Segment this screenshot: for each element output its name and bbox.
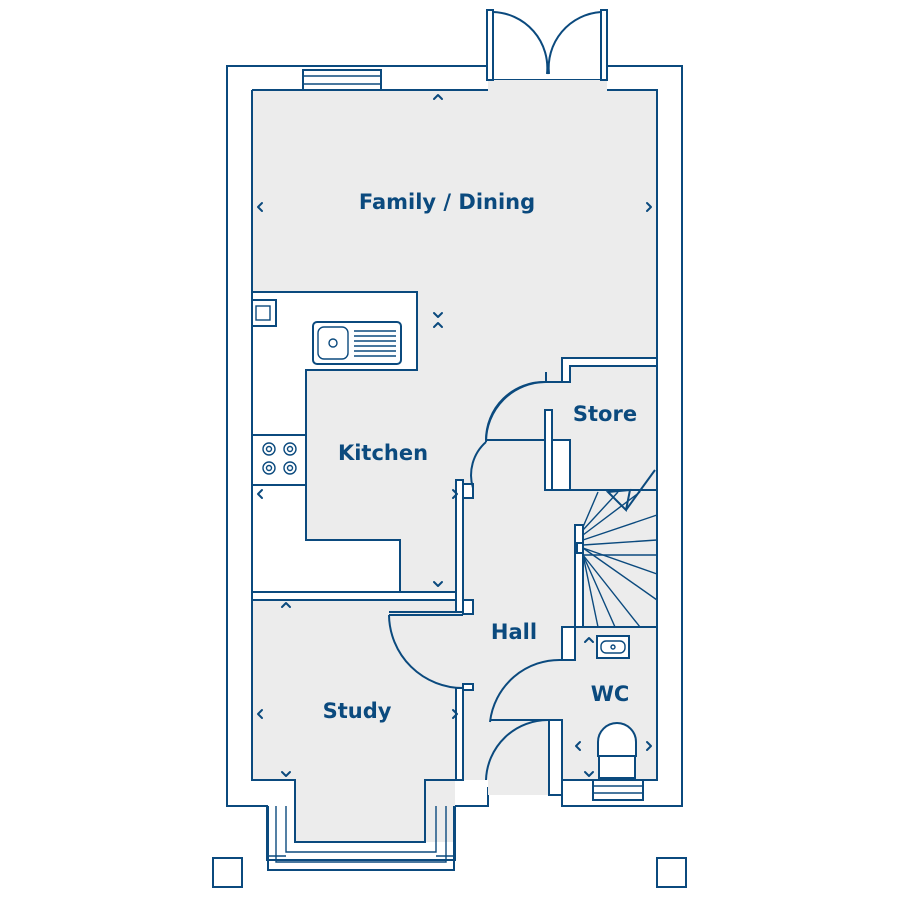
- wc-window: [592, 779, 644, 801]
- store-walls: [486, 357, 658, 491]
- stair-tread: [582, 539, 658, 546]
- room-label-family-dining: Family / Dining: [359, 190, 535, 214]
- interior-floor: [252, 80, 657, 842]
- french-doors: [486, 9, 608, 81]
- corner-post-left: [212, 857, 243, 888]
- staircase: [574, 469, 658, 628]
- stair-tread: [582, 554, 616, 628]
- rear-window: [302, 69, 382, 91]
- hob: [251, 434, 307, 486]
- partition-walls: [251, 479, 474, 781]
- stair-treads: [582, 470, 658, 628]
- stair-tread: [582, 554, 599, 628]
- front-door: [485, 718, 550, 781]
- bay-window: [267, 806, 455, 871]
- stair-tread: [582, 547, 658, 575]
- kitchen-sink: [312, 321, 402, 365]
- sink-drainer: [354, 330, 396, 357]
- toilet: [597, 722, 637, 779]
- wc-basin: [596, 635, 630, 659]
- utility-sink: [251, 299, 277, 327]
- wc-door: [489, 658, 563, 723]
- room-label-hall: Hall: [491, 620, 537, 644]
- store-door: [485, 380, 562, 441]
- study-door: [388, 614, 464, 689]
- room-label-store: Store: [573, 402, 637, 426]
- dimension-markers: [257, 94, 652, 777]
- stair-tread: [582, 491, 599, 528]
- room-label-wc: WC: [591, 682, 630, 706]
- wc-walls: [490, 626, 576, 796]
- stair-tread: [582, 514, 658, 541]
- room-label-study: Study: [323, 699, 392, 723]
- stair-tread: [582, 491, 641, 536]
- stair-tread: [582, 547, 658, 601]
- room-label-kitchen: Kitchen: [338, 441, 428, 465]
- stair-tread: [582, 554, 641, 628]
- corner-post-right: [656, 857, 687, 888]
- stair-tread: [582, 491, 619, 531]
